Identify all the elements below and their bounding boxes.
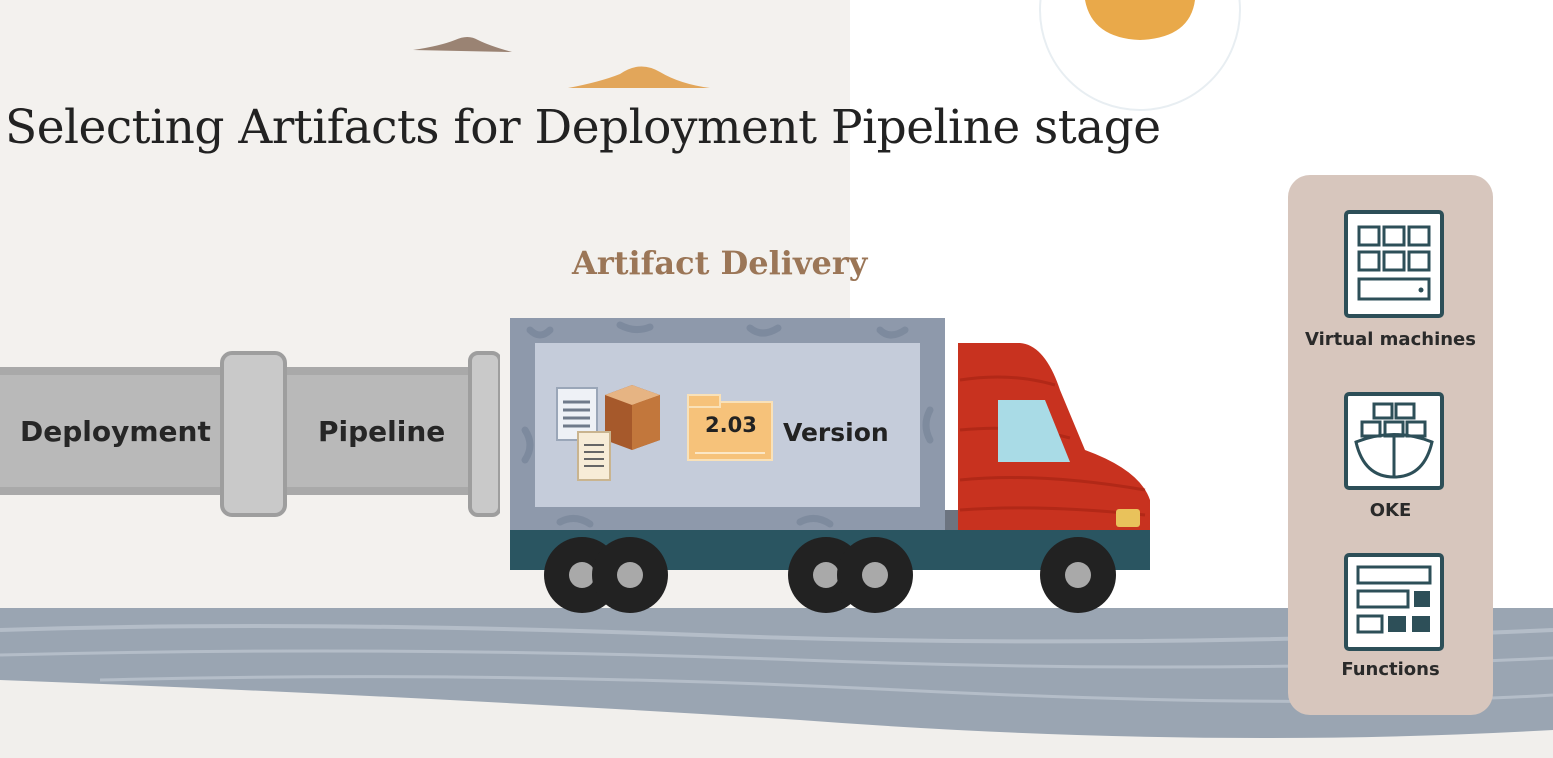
target-label-virtual-machines: Virtual machines — [1305, 329, 1476, 350]
target-label-functions: Functions — [1341, 659, 1440, 680]
package-box-icon — [605, 385, 660, 450]
deployment-pipe — [0, 351, 500, 517]
sky-decoration — [413, 0, 1241, 111]
sun — [1085, 0, 1195, 40]
version-label: Version — [783, 418, 889, 447]
virtual-machine-icon — [1344, 210, 1444, 318]
functions-icon — [1344, 553, 1444, 651]
headlight — [1116, 509, 1140, 527]
pipe-connector — [220, 351, 287, 517]
cloud-brown — [413, 37, 512, 52]
wheels — [544, 537, 1116, 613]
truck-window — [998, 400, 1070, 462]
pipe-connector — [468, 351, 500, 517]
delivery-truck — [510, 318, 1150, 613]
version-number: 2.03 — [705, 413, 757, 437]
slide-title: Selecting Artifacts for Deployment Pipel… — [5, 100, 1161, 155]
pipe-label-pipeline: Pipeline — [318, 415, 446, 448]
cloud-orange — [568, 66, 710, 88]
target-label-oke: OKE — [1369, 500, 1412, 521]
pipe-label-deployment: Deployment — [20, 415, 211, 448]
sun-halo — [1039, 0, 1241, 111]
version-folder-icon — [687, 394, 773, 461]
oke-ship-icon — [1344, 392, 1444, 490]
text-file-icon — [577, 431, 611, 481]
artifact-delivery-heading: Artifact Delivery — [572, 244, 868, 282]
